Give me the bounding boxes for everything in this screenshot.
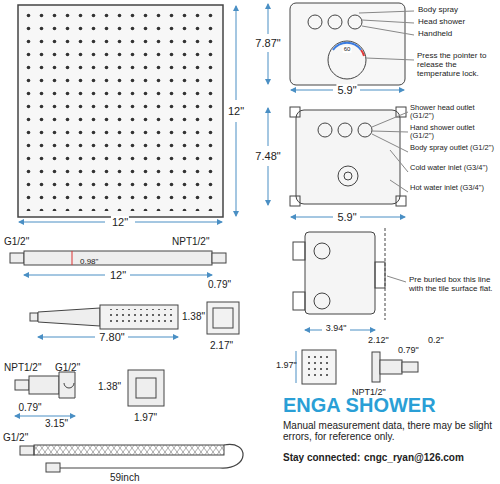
dimension-label: G1/2" (4, 236, 29, 247)
note-text: Pre buried box this line with the tile s… (409, 276, 497, 294)
dimension-label: 1.97" (276, 361, 297, 371)
control-panel (268, 3, 414, 90)
dimension-label: 1.97" (134, 412, 157, 423)
dimension-label: 3.15" (45, 418, 68, 429)
valve-side-view (293, 228, 406, 330)
dimension-label: 0.2" (428, 336, 444, 346)
note-text: Press the pointer to release the tempera… (417, 52, 499, 78)
shower-head (18, 5, 236, 222)
body-spray (296, 350, 418, 384)
dimension-label: 60 (343, 46, 352, 53)
dimension-label: 5.9" (336, 84, 357, 96)
note-text: Body spray outlet (G1/2") (410, 144, 498, 152)
dimension-label: 2.12" (368, 336, 389, 346)
dimension-label: 12" (109, 269, 127, 281)
dimension-label: 3.94" (325, 324, 348, 334)
hose (20, 444, 243, 472)
dimension-label: 7.48" (254, 150, 281, 162)
wall-holder (15, 370, 164, 416)
brand-title: ENGA SHOWER (283, 394, 436, 416)
dimension-label: 1.38" (98, 381, 121, 392)
dimension-label: 0.79" (208, 279, 231, 290)
dimension-label: 0.79" (398, 346, 419, 356)
note-text: Shower head outlet (G1/2") (410, 104, 498, 121)
note-text: Cold water inlet (G3/4") (410, 164, 498, 172)
dimension-label: 0.79" (17, 402, 42, 413)
dimension-label: 12" (227, 105, 245, 117)
dimension-label: Stay connected: (283, 452, 360, 463)
valve-box (268, 107, 408, 217)
dimension-label: 7.80" (98, 331, 125, 343)
dimension-label: NPT1/2" (352, 388, 386, 398)
hand-shower (30, 302, 239, 337)
dimension-label: 7.87" (254, 37, 281, 49)
dimension-label: 5.9" (336, 211, 357, 223)
note-text: Hand shower outlet (G1/2") (410, 124, 498, 141)
dimension-label: 59inch (110, 472, 139, 483)
dimension-label: 1.38" (182, 311, 205, 322)
note-text: Manual measurement data, there may be sl… (283, 420, 497, 442)
dimension-label: 2.17" (210, 340, 233, 351)
dimension-label: NPT1/2" (172, 236, 209, 247)
dimension-label: cngc_ryan@126.com (364, 452, 464, 463)
dimension-label: NPT1/2" (4, 362, 41, 373)
dimension-label: 0.98" (80, 258, 98, 267)
dimension-label: G1/2" (3, 432, 28, 443)
dimension-label: Body spray (418, 6, 458, 15)
dimension-label: 12" (111, 216, 129, 228)
dimension-label: G1/2" (55, 362, 80, 373)
note-text: Hot water inlet (G3/4") (410, 184, 498, 192)
dimension-label: Handheld (418, 30, 452, 39)
dimension-label: Head shower (418, 18, 465, 27)
